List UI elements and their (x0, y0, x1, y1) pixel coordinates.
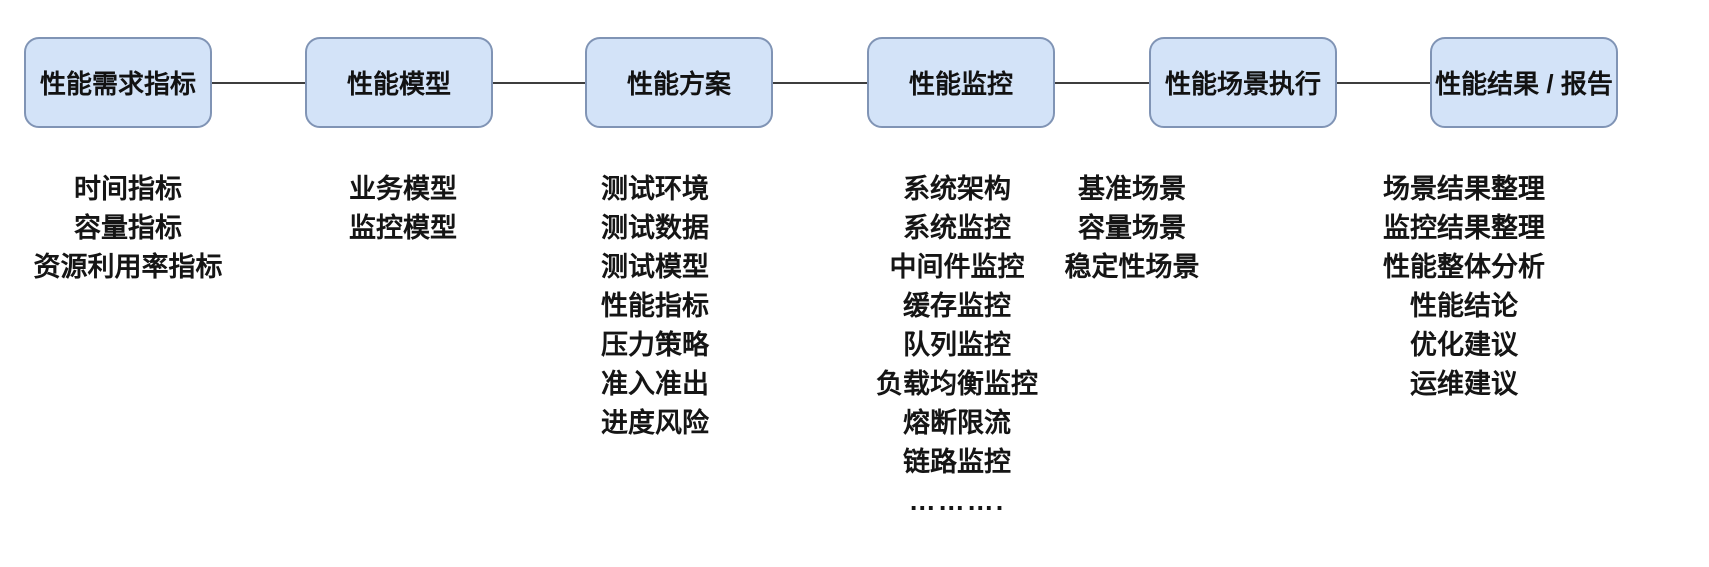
stage-item: 系统监控 (903, 213, 1011, 243)
stage-item: 容量指标 (74, 213, 182, 243)
stage-label: 性能结果 / 报告 (1435, 69, 1613, 99)
stage-label: 性能需求指标 (39, 69, 196, 99)
stage-item: 业务模型 (349, 174, 457, 204)
stage-item: 熔断限流 (903, 408, 1011, 438)
stage-item: 监控模型 (349, 213, 457, 243)
stage-item: 链路监控 (903, 447, 1011, 477)
stage-items-plan: 测试环境 测试数据 测试模型 性能指标 压力策略 准入准出 进度风险 (601, 170, 709, 443)
stage-item: 压力策略 (601, 330, 709, 360)
stage-item: 负载均衡监控 (876, 369, 1038, 399)
stage-box-plan: 性能方案 (585, 37, 773, 128)
stage-box-results-report: 性能结果 / 报告 (1430, 37, 1618, 128)
stage-label: 性能方案 (626, 69, 731, 99)
stage-item: 缓存监控 (903, 291, 1011, 321)
stage-item: 测试数据 (601, 213, 709, 243)
stage-box-requirements: 性能需求指标 (24, 37, 212, 128)
stage-item: 监控结果整理 (1383, 213, 1545, 243)
stage-item: 准入准出 (601, 369, 709, 399)
stage-label: 性能监控 (908, 69, 1013, 99)
stage-item: 中间件监控 (889, 252, 1025, 282)
stage-box-monitoring: 性能监控 (867, 37, 1055, 128)
stage-items-scenario-execution: 基准场景 容量场景 稳定性场景 (1065, 170, 1200, 287)
stage-item: 资源利用率指标 (33, 252, 223, 282)
stage-box-model: 性能模型 (305, 37, 493, 128)
stage-item: 运维建议 (1410, 369, 1518, 399)
stage-item: 稳定性场景 (1064, 252, 1200, 282)
connector-line (1055, 82, 1149, 84)
stage-label: 性能场景执行 (1164, 69, 1321, 99)
connector-line (773, 82, 867, 84)
connector-line (493, 82, 585, 84)
stage-item-ellipsis: ………. (908, 486, 1006, 516)
stage-box-scenario-execution: 性能场景执行 (1149, 37, 1337, 128)
stage-items-requirements: 时间指标 容量指标 资源利用率指标 (34, 170, 223, 287)
stage-items-monitoring: 系统架构 系统监控 中间件监控 缓存监控 队列监控 负载均衡监控 熔断限流 链路… (876, 170, 1038, 521)
connector-line (1337, 82, 1430, 84)
stage-item: 测试环境 (601, 174, 709, 204)
stage-item: 基准场景 (1078, 174, 1186, 204)
stage-item: 优化建议 (1410, 330, 1518, 360)
stage-item: 进度风险 (601, 408, 709, 438)
stage-item: 队列监控 (903, 330, 1011, 360)
stage-items-results-report: 场景结果整理 监控结果整理 性能整体分析 性能结论 优化建议 运维建议 (1383, 170, 1545, 404)
connector-line (212, 82, 305, 84)
stage-item: 场景结果整理 (1383, 174, 1545, 204)
stage-label: 性能模型 (346, 69, 451, 99)
stage-item: 容量场景 (1078, 213, 1186, 243)
stage-items-model: 业务模型 监控模型 (349, 170, 457, 248)
stage-item: 测试模型 (601, 252, 709, 282)
stage-item: 系统架构 (903, 174, 1011, 204)
stage-item: 性能指标 (601, 291, 709, 321)
stage-item: 时间指标 (74, 174, 182, 204)
stage-item: 性能整体分析 (1383, 252, 1545, 282)
stage-item: 性能结论 (1410, 291, 1518, 321)
